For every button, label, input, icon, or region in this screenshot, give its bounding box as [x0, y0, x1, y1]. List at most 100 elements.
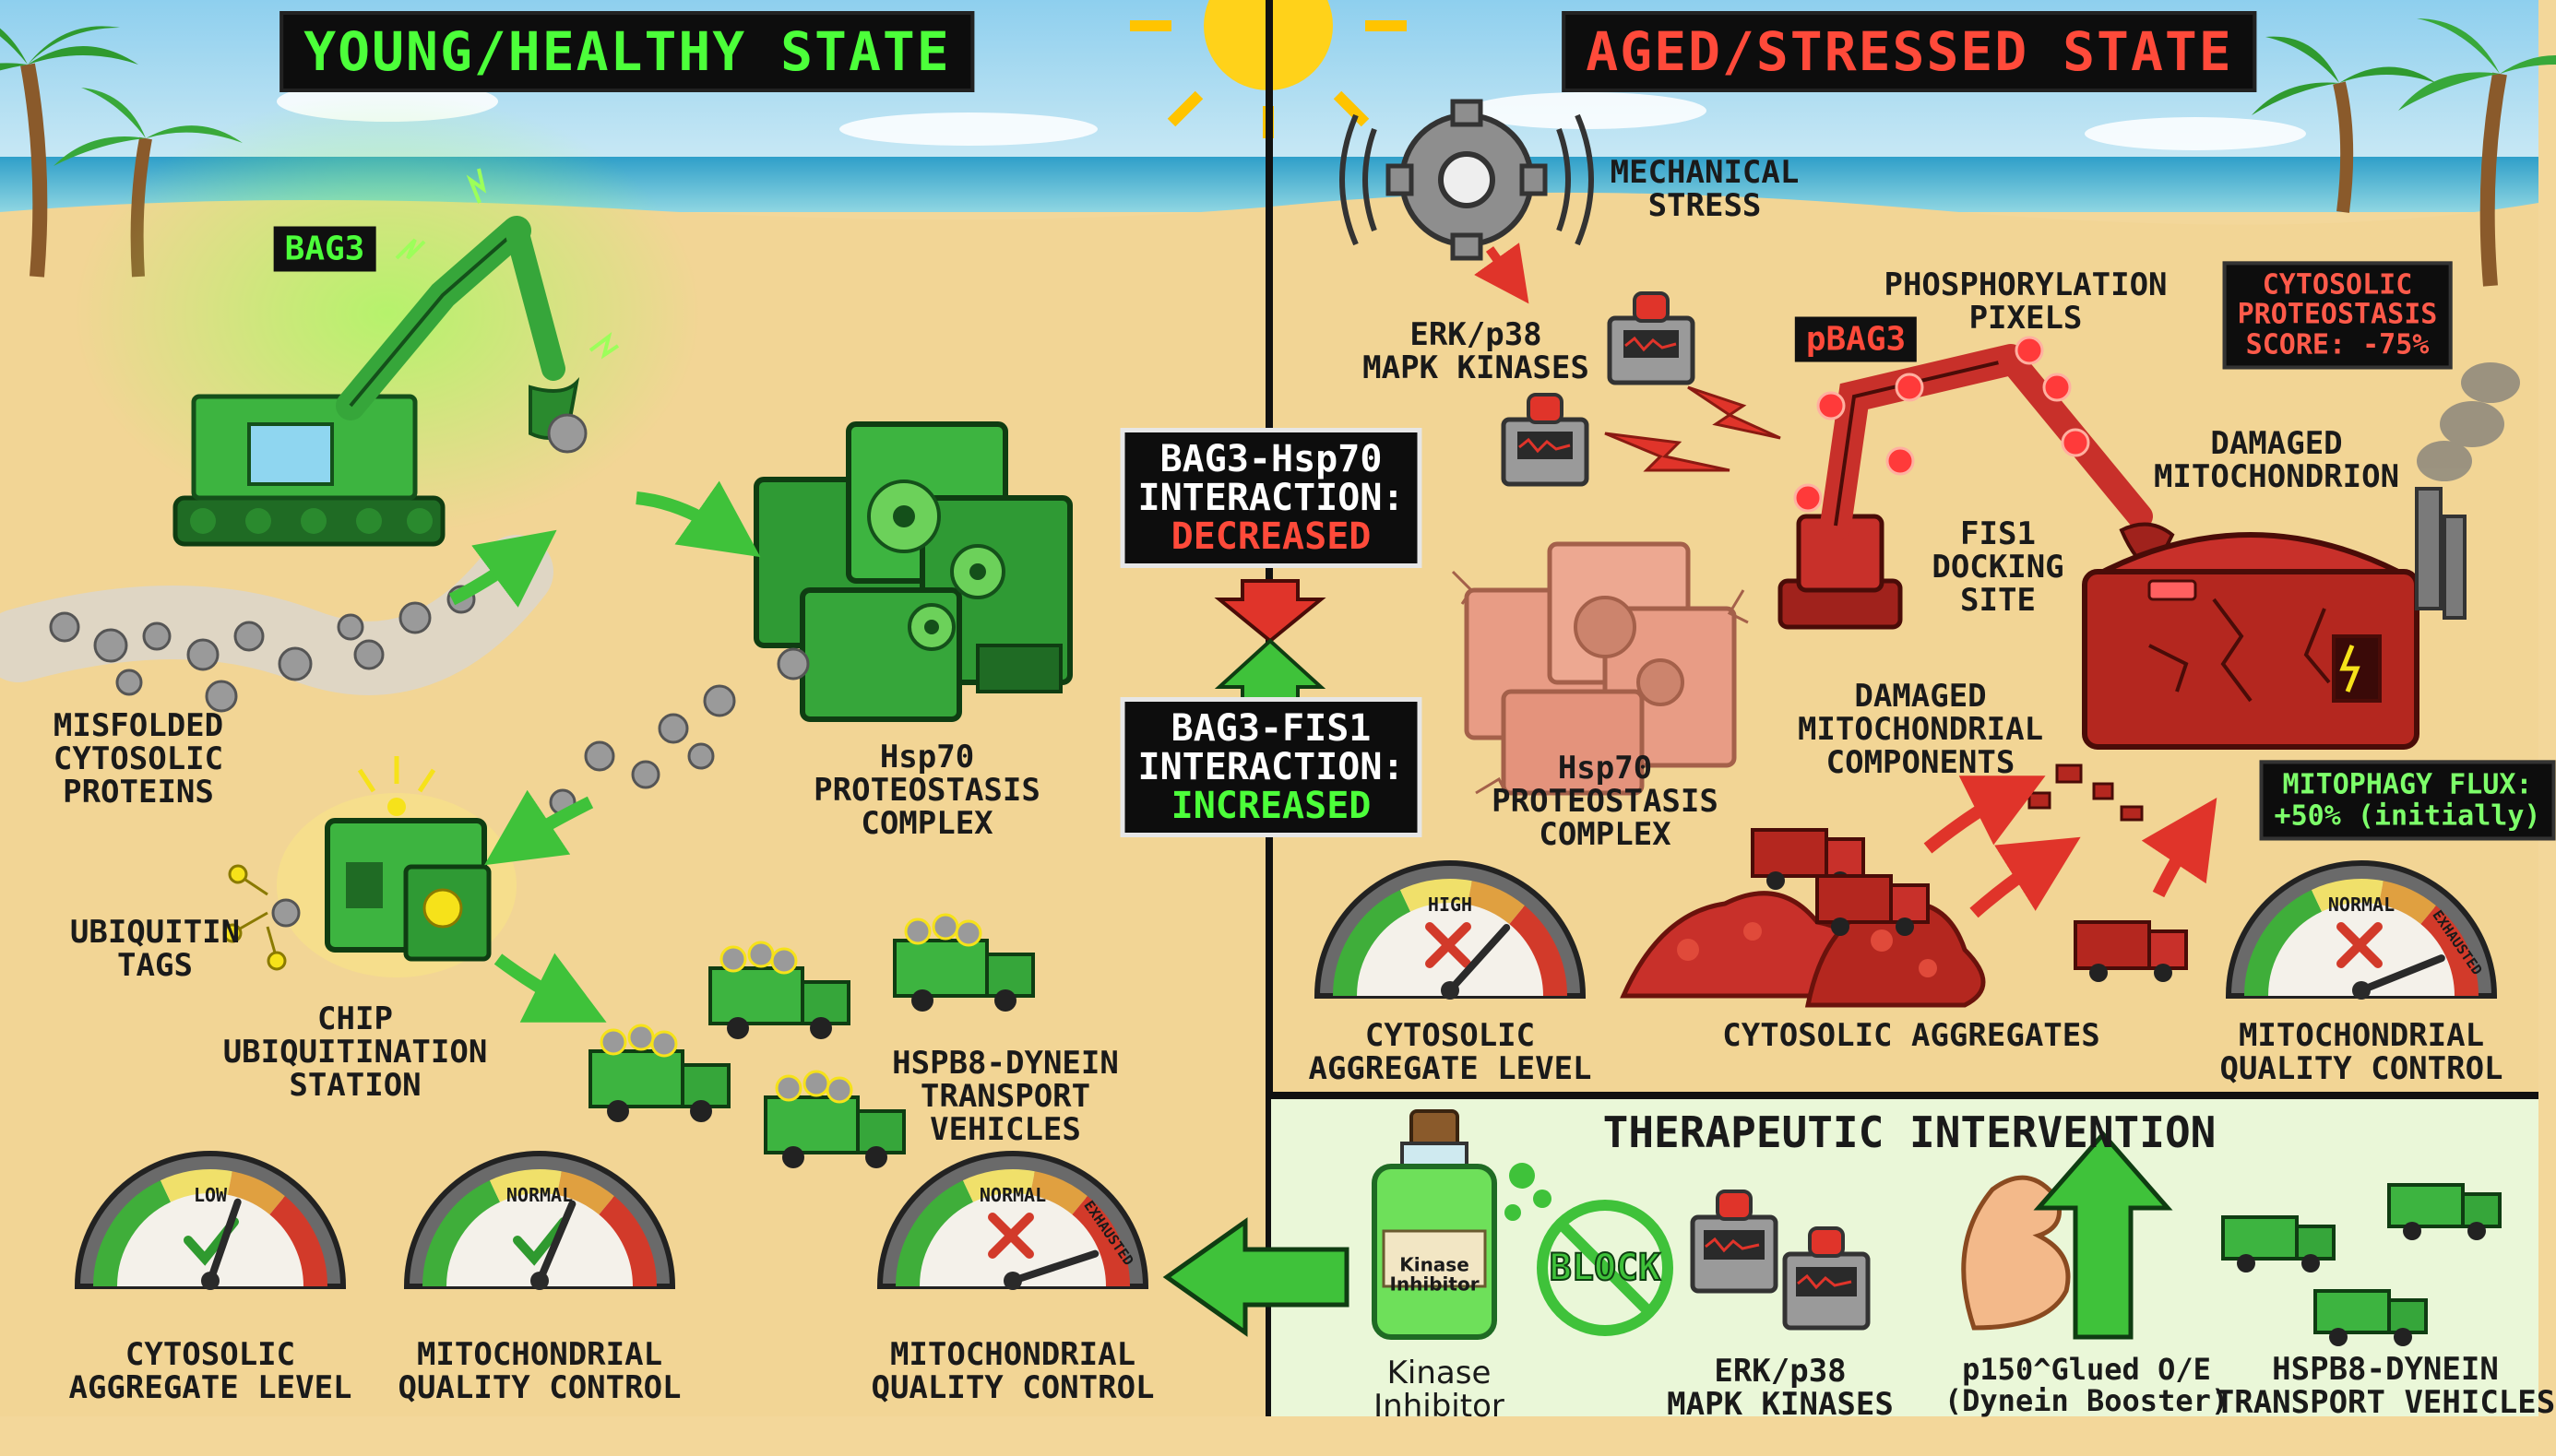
- gauge-arc-label: LOW: [194, 1184, 228, 1206]
- muscle-arm-icon: [1961, 1175, 2071, 1331]
- gauge-pivot: [201, 1272, 220, 1290]
- arrow-hsp70-to-chip: [484, 789, 594, 866]
- gauge-band: [1509, 906, 1567, 997]
- gauge-band: [422, 1180, 501, 1287]
- gauge-band: [160, 1169, 232, 1202]
- chip-station: [222, 756, 517, 977]
- gauge-label-line: QUALITY CONTROL: [871, 1369, 1154, 1406]
- hspb8-trucks-healthy: [588, 913, 1035, 1168]
- therapy-trucks: [2221, 1183, 2502, 1346]
- healthy-state-title: YOUNG/HEALTHY STATE: [279, 11, 975, 92]
- p150-up-arrow: [2033, 1130, 2173, 1340]
- red-trucks: [1751, 828, 2188, 982]
- left-flow-arrows: [448, 480, 761, 1023]
- gauge-label-line: MITOCHONDRIAL: [890, 1336, 1135, 1373]
- gauge-band: [227, 1171, 285, 1215]
- stressed-state-title: AGED/STRESSED STATE: [1562, 11, 2257, 92]
- gear-icon: [1339, 99, 1594, 261]
- gauge-cross-mark: [988, 1213, 1034, 1259]
- therapy-title: THERAPEUTIC INTERVENTION: [1602, 1107, 2217, 1157]
- bag3-excavator: [74, 92, 701, 547]
- down-arrow-red: [1214, 579, 1326, 644]
- gauge-needle: [207, 1198, 242, 1284]
- gauge-label-line: CYTOSOLIC: [1365, 1017, 1535, 1054]
- gauge-needle: [2358, 954, 2445, 994]
- gauge-band: [2311, 879, 2384, 912]
- erk-kinase-device-2: [1501, 393, 1589, 487]
- gauge-band: [1072, 1196, 1130, 1287]
- gauge-label-line: CYTOSOLIC: [125, 1336, 295, 1373]
- therapy-to-left-arrow: [1162, 1217, 1349, 1337]
- gauge-label-line: AGGREGATE LEVEL: [1308, 1050, 1591, 1087]
- gauge-band: [2244, 890, 2323, 997]
- arrow-excavator-to-hsp70: [636, 480, 761, 558]
- gauge-label-line: MITOCHONDRIAL: [2239, 1017, 2484, 1054]
- hsp70-stressed-complex: [1451, 541, 1749, 799]
- gauge-needle: [1446, 924, 1511, 994]
- gauge-label-line: QUALITY CONTROL: [2219, 1050, 2503, 1087]
- gauge-band: [896, 1180, 974, 1287]
- gauge-label-line: AGGREGATE LEVEL: [68, 1369, 351, 1406]
- gauge-needle: [1009, 1249, 1100, 1284]
- bag3-fis1-interaction-box: BAG3-FIS1 INTERACTION: INCREASED: [1120, 697, 1422, 837]
- arrow-aggregates-to-components: [1969, 836, 2081, 918]
- cytosolic-aggregates-label: CYTOSOLIC AGGREGATES: [1722, 1017, 2100, 1055]
- gauge-arc-label: HIGH: [1428, 894, 1472, 916]
- therapy-kinase-devices: [1690, 1190, 1871, 1331]
- gauge-band: [489, 1169, 562, 1202]
- gauge-band: [2378, 881, 2436, 925]
- gauge-pivot: [1441, 981, 1459, 1000]
- center-direction-arrows: [1214, 579, 1326, 707]
- gauge-label-line: MITOCHONDRIAL: [417, 1336, 662, 1373]
- right-flow-arrows: [1923, 775, 2217, 918]
- gauge-pivot: [2352, 981, 2371, 1000]
- gauge-needle: [536, 1200, 577, 1284]
- mitophagy-flux-box: MITOPHAGY FLUX:+50% (initially): [2259, 760, 2556, 841]
- gauge-pivot: [1004, 1272, 1022, 1290]
- block-icon: [1537, 1200, 1673, 1336]
- gauge-band: [556, 1171, 614, 1215]
- gauge-band: [1399, 879, 1472, 912]
- gauge-check-mark: [513, 1217, 568, 1266]
- p150-label: p150^Glued O/E(Dynein Booster): [1944, 1352, 2229, 1418]
- gauge-cross-mark: [2336, 922, 2383, 968]
- gauge-band: [269, 1196, 327, 1287]
- arrow-truck-to-components: [1923, 775, 2046, 854]
- gauge-band: [2420, 906, 2479, 997]
- erk-kinase-device-1: [1607, 291, 1695, 385]
- gauge-band: [1029, 1171, 1088, 1215]
- arrow-chip-to-trucks: [493, 953, 607, 1023]
- gauge-arc-label: NORMAL: [980, 1184, 1046, 1206]
- lightning-bolts: [1604, 385, 1781, 472]
- gauge-label-line: QUALITY CONTROL: [398, 1369, 681, 1406]
- bag3-hsp70-interaction-box: BAG3-Hsp70 INTERACTION: DECREASED: [1120, 428, 1422, 568]
- therapy-panel-border: [1271, 1092, 2538, 1099]
- bag3-tag: BAG3: [273, 226, 376, 272]
- gauge-cross-mark: [1425, 922, 1471, 968]
- gauge-arc-label: NORMAL: [506, 1184, 573, 1206]
- hsp70-healthy-complex: [754, 421, 1073, 722]
- gauge-band: [1333, 890, 1411, 997]
- gauge-arc-label: NORMAL: [2328, 894, 2395, 916]
- kinase-inhibitor-bottle: [1372, 1109, 1551, 1340]
